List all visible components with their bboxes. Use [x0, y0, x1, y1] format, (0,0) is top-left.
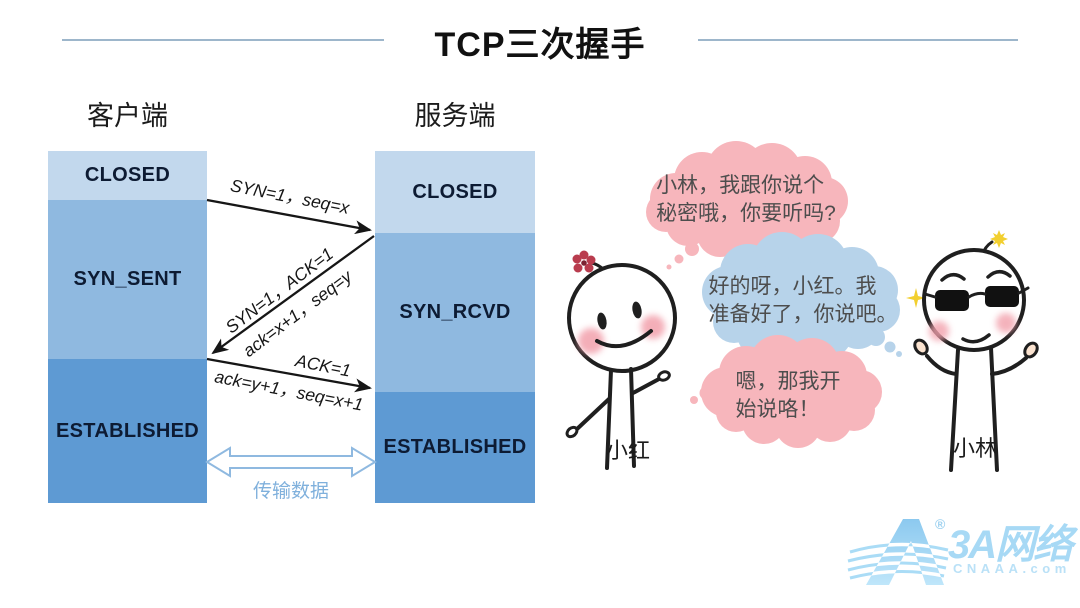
label-ack-line1: ACK=1 [293, 350, 353, 381]
character-name-xiaolin: 小林 [952, 436, 998, 461]
antenna-line [590, 261, 615, 284]
server-state-syn-rcvd: SYN_RCVD [375, 233, 535, 392]
server-state-established: ESTABLISHED [375, 392, 535, 503]
title-rule-right [698, 39, 1018, 41]
speech-line: 嗯，那我开 [735, 370, 841, 393]
speech-bubble-3-text: 嗯，那我开 始说咯！ [736, 368, 841, 424]
blush-cheeks [578, 315, 665, 354]
head [567, 263, 677, 373]
client-header: 客户端 [87, 101, 168, 131]
label-syn: SYN=1，seq=x [228, 175, 352, 218]
server-state-column: CLOSED SYN_RCVD ESTABLISHED [375, 151, 535, 503]
speech-bubble-2-text: 好的呀，小红。我 准备好了，你说吧。 [709, 273, 898, 329]
speech-line: 好的呀，小红。我 [708, 275, 877, 298]
transfer-double-arrow-icon [205, 446, 377, 478]
logo-brand-text: 3A网络 [948, 523, 1073, 567]
sunglasses-icon [923, 286, 1030, 311]
speech-line: 秘密哦，你要听吗? [656, 202, 836, 225]
speech-line: 小林，我跟你说个 [656, 174, 825, 197]
flower-icon [572, 250, 596, 273]
character-name-xiaohong: 小红 [605, 438, 651, 463]
blush-cheeks [929, 313, 1016, 341]
smile [961, 333, 991, 344]
logo-domain-text: CNAAA.com [953, 561, 1071, 576]
client-state-column: CLOSED SYN_SENT ESTABLISHED [48, 151, 207, 503]
head [922, 248, 1026, 352]
speech-bubble-1-text: 小林，我跟你说个 秘密哦，你要听吗? [656, 172, 836, 228]
burst-icon [990, 230, 1008, 248]
logo-registered-mark: ® [935, 516, 946, 532]
speech-line: 始说咯！ [735, 398, 820, 421]
eyes [597, 301, 642, 330]
sparkle-icon [906, 288, 926, 308]
server-state-closed: CLOSED [375, 151, 535, 233]
title-rule-left [62, 39, 384, 41]
client-state-established: ESTABLISHED [48, 359, 207, 503]
smile [595, 329, 653, 349]
page-title: TCP三次握手 [434, 26, 646, 64]
server-header: 服务端 [414, 101, 496, 131]
eyebrow [986, 270, 1012, 279]
eyebrow [940, 273, 966, 282]
brand-logo-icon [847, 519, 949, 585]
transfer-data-label: 传输数据 [252, 481, 329, 502]
client-state-syn-sent: SYN_SENT [48, 200, 207, 359]
client-state-closed: CLOSED [48, 151, 207, 200]
bomb-fuse-icon [980, 240, 994, 259]
speech-line: 准备好了，你说吧。 [708, 303, 898, 326]
